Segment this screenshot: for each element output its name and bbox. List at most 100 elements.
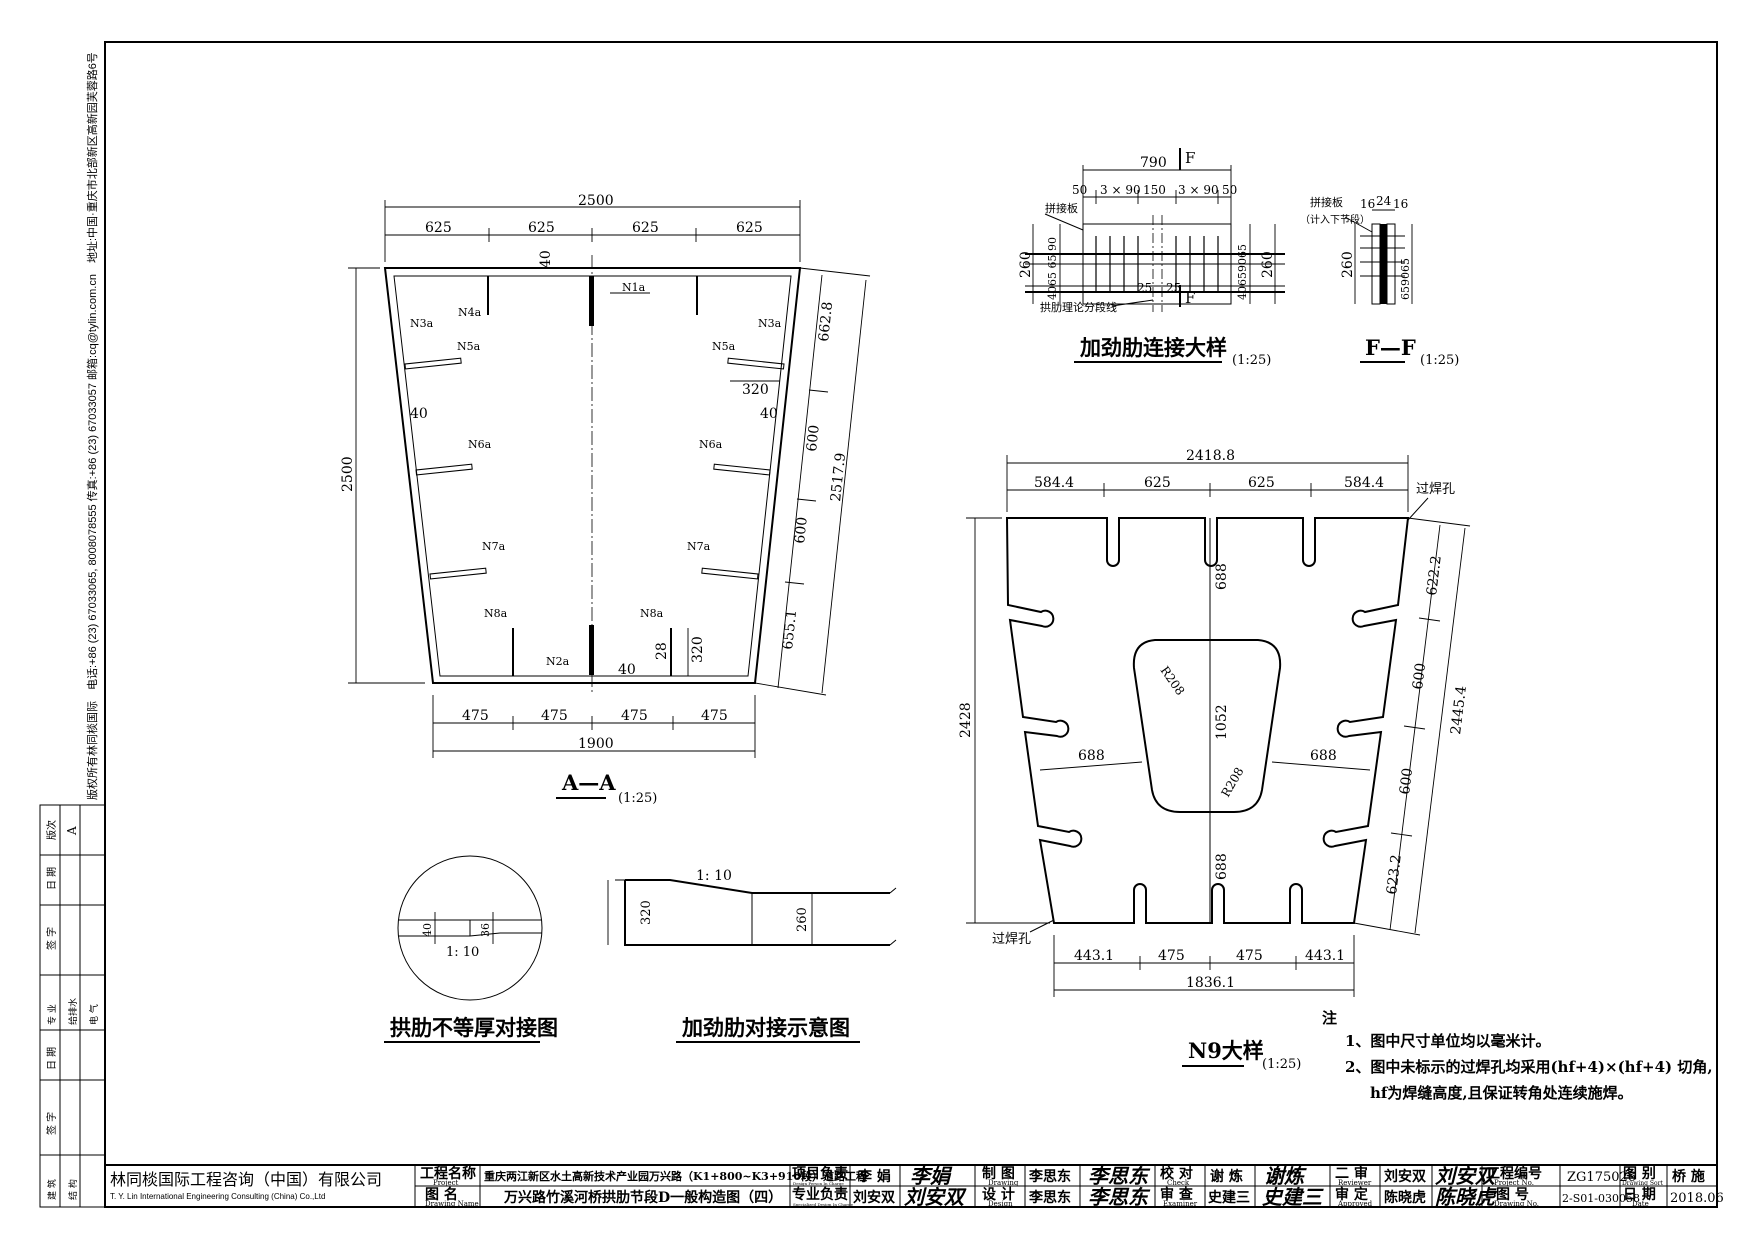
sig-review: 刘安双 [1435, 1164, 1498, 1188]
rib-n2a [589, 625, 594, 675]
stiff-butt-h2: 260 [795, 907, 810, 932]
cut-mark-top: F [1185, 149, 1195, 167]
n9-h-left: 688 [1078, 748, 1105, 764]
ff-section: 16 24 16 260 659065 拼接板 （计入下节段） F—F (1:2… [1300, 194, 1459, 368]
butt-slope: 1: 10 [446, 945, 479, 960]
n9-v-mid: 1052 [1214, 704, 1230, 740]
sheet-frame [104, 41, 1718, 1208]
n9-right-part-2: 600 [1410, 662, 1429, 690]
n9-height: 2428 [958, 702, 974, 738]
conn-right-stack: 40659065 [1236, 244, 1249, 300]
conn-line-label: 拱肋理论分段线 [1040, 300, 1117, 314]
tb-check-name: 谢 炼 [1210, 1168, 1243, 1185]
notes: 注 1、图中尺寸单位均以毫米计。 2、图中未标示的过焊孔均采用(hf+4)×(h… [1322, 1009, 1713, 1102]
n9-v-top: 688 [1214, 563, 1230, 590]
n9-cutout [1132, 639, 1282, 813]
rev-elec-label: 电 气 [88, 1004, 100, 1025]
conn-seg-d: 3 × 90 [1178, 183, 1219, 197]
label-n7a-right: N7a [687, 540, 711, 553]
tb-project-name: 重庆两江新区水土高新技术产业园万兴路（K1+800~K3+910段）道路工程 [484, 1169, 867, 1183]
tb-sort: 桥 施 [1672, 1168, 1705, 1185]
tb-review-en: Reviewer [1338, 1179, 1372, 1187]
tb-check-en: Check [1167, 1179, 1190, 1187]
tb-date-en: Date [1632, 1200, 1649, 1208]
n9-detail: 688 1052 688 688 688 R208 R208 2418.8 58… [958, 448, 1471, 1072]
tb-draw-name: 李思东 [1028, 1168, 1071, 1185]
aa-height: 2500 [340, 456, 356, 492]
stiffener-butt-sketch: 320 260 1: 10 加劲肋对接示意图 [607, 868, 897, 1043]
conn-seg-c: 150 [1143, 183, 1166, 197]
label-n5a-right: N5a [712, 340, 736, 353]
conn-seg-b: 3 × 90 [1100, 183, 1141, 197]
tb-proj-lead-label: 项目负责 [792, 1165, 848, 1182]
tb-project-label-en: Project [433, 1179, 459, 1187]
tb-drawing-name: 万兴路竹溪河桥拱肋节段D一般构造图（四） [503, 1189, 782, 1206]
sig-draw: 李思东 [1088, 1164, 1151, 1188]
n9-hole-label-bottom: 过焊孔 [992, 931, 1031, 947]
ff-title: F—F [1365, 335, 1416, 360]
rev-sign-label: 签 字 [45, 927, 58, 950]
conn-scale: (1:25) [1232, 353, 1271, 368]
tb-proj-lead-en: Design Person In Charge [793, 1181, 844, 1186]
n9-right-part-3: 600 [1397, 767, 1416, 795]
tb-spec-lead-label: 专业负责 [792, 1186, 848, 1203]
address-strip: 版权所有林同棪国际 电话:+86 (23) 67033065, 80080785… [85, 52, 99, 800]
n9-right-part-4: 623.2 [1384, 854, 1405, 896]
rib-320-bot: 320 [690, 636, 706, 663]
aa-top-part-1: 625 [425, 220, 452, 236]
tb-sort-label: 图 别 [1623, 1166, 1656, 1182]
conn-left-stack: 4065 65 90 [1046, 237, 1059, 300]
thk-top: 40 [538, 250, 554, 268]
company-cn: 林同棪国际工程咨询（中国）有限公司 [110, 1171, 382, 1189]
sig-exam: 史建三 [1262, 1185, 1324, 1209]
ff-height: 260 [1340, 251, 1356, 278]
aa-right-part-2: 600 [804, 424, 823, 452]
tb-dwgno-en: Drawing No. [1494, 1200, 1539, 1208]
stiff-butt-title: 加劲肋对接示意图 [681, 1015, 850, 1040]
aa-bottom-part-3: 475 [621, 708, 648, 724]
aa-top-part-4: 625 [736, 220, 763, 236]
tb-design-name: 李思东 [1028, 1189, 1071, 1206]
conn-title: 加劲肋连接大样 [1079, 335, 1227, 360]
tb-projno-en: Project No. [1494, 1179, 1534, 1187]
aa-top-part-3: 625 [632, 220, 659, 236]
left-revision-block: 版次 A 日 期 签 字 专 业 给排水 电 气 日 期 签 字 建 筑 结 构 [39, 804, 106, 1208]
n9-r-top: R208 [1158, 664, 1188, 698]
label-n5a-left: N5a [457, 340, 481, 353]
tb-sort-en: Drawing Sort [1622, 1180, 1664, 1187]
tb-draw-en: Drawing [988, 1179, 1019, 1187]
n9-top-part-4: 584.4 [1344, 475, 1384, 491]
n9-v-bot: 688 [1214, 853, 1230, 880]
aa-bottom-part-4: 475 [701, 708, 728, 724]
tb-dwgno-label: 图 号 [1496, 1187, 1529, 1203]
butt-t1: 40 [421, 923, 434, 937]
thk-side-left: 40 [410, 406, 428, 422]
tb-approve-en: Approved [1337, 1200, 1373, 1208]
tb-proj-lead: 李 娟 [857, 1168, 891, 1185]
section-aa: N1a N2a N3a N3a N4a N5a N5a N6a N6a N7a … [340, 193, 871, 806]
section-aa-inner [393, 275, 792, 677]
conn-seg-e: 50 [1222, 183, 1237, 197]
aa-bottom-part-2: 475 [541, 708, 568, 724]
n9-right-total: 2445.4 [1448, 685, 1470, 736]
conn-seg-a: 50 [1072, 183, 1087, 197]
rev-version-value: A [65, 826, 79, 836]
tb-review-label: 二 审 [1335, 1165, 1368, 1182]
tb-design-en: Design [988, 1200, 1013, 1208]
aa-right-part-4: 655.1 [780, 609, 800, 651]
aa-right-part-1: 662.8 [816, 301, 836, 343]
tb-date: 2018.06 [1670, 1191, 1724, 1206]
n9-bottom-part-1: 443.1 [1074, 948, 1114, 964]
n9-outline [1005, 517, 1410, 924]
butt-t2: 36 [479, 923, 492, 937]
sig-spec-lead: 刘安双 [904, 1185, 967, 1209]
cut-mark-bottom: F [1185, 289, 1195, 307]
n9-title: N9大样 [1188, 1038, 1264, 1063]
conn-height-l: 260 [1018, 251, 1034, 278]
title-block: 林同棪国际工程咨询（中国）有限公司 T. Y. Lin Internationa… [105, 1164, 1724, 1209]
n9-top-part-1: 584.4 [1034, 475, 1074, 491]
notes-heading: 注 [1322, 1009, 1337, 1027]
ff-scale: (1:25) [1420, 353, 1459, 368]
conn-bottom-r: 25 [1166, 281, 1181, 295]
